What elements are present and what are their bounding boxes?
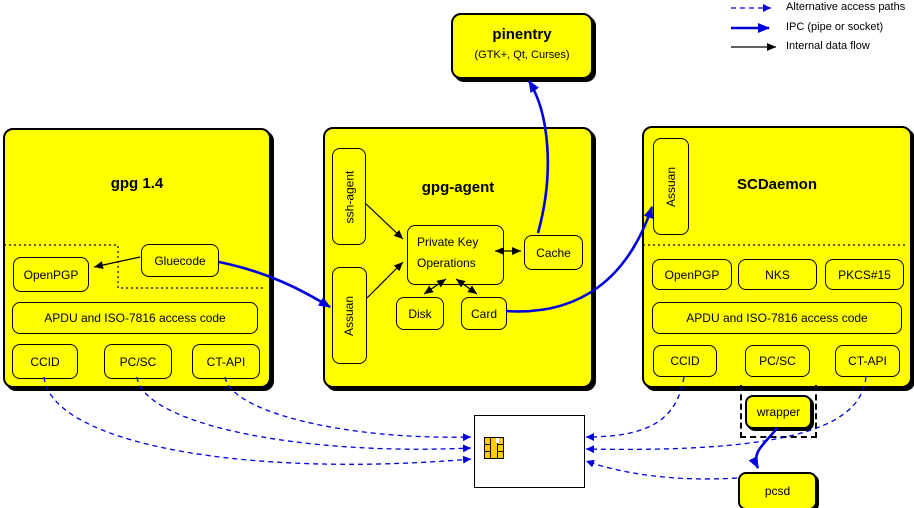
gpg14-gluecode-label: Gluecode <box>154 253 206 268</box>
pcsd-label: pcsd <box>764 484 791 498</box>
pinentry-box: pinentry (GTK+, Qt, Curses) <box>451 13 593 79</box>
legend-internal-label: Internal data flow <box>786 40 870 52</box>
scdaemon-openpgp-label: OpenPGP <box>664 267 720 282</box>
scdaemon-apdu-node: APDU and ISO-7816 access code <box>652 302 902 334</box>
scdaemon-ccid-node: CCID <box>653 345 717 377</box>
smartcard-icon <box>474 415 585 488</box>
gpg-agent-assuan-label: Assuan <box>342 295 357 336</box>
private-key-operations-label: Private Key Operations <box>417 235 479 270</box>
pinentry-title: pinentry <box>492 26 552 43</box>
gpg14-pcsc-node: PC/SC <box>104 344 172 379</box>
conn-gpg14-ccid-to-card <box>43 376 472 465</box>
legend-alternative-label: Alternative access paths <box>786 1 906 13</box>
scdaemon-title: SCDaemon <box>736 176 818 193</box>
gpg14-openpgp-label: OpenPGP <box>23 267 79 282</box>
gpg14-title: gpg 1.4 <box>110 175 164 192</box>
wrapper-label: wrapper <box>756 405 801 419</box>
gpg14-ccid-label: CCID <box>30 354 60 369</box>
gpg14-ctapi-node: CT-API <box>192 344 260 379</box>
conn-pcsd-to-card <box>585 459 738 480</box>
ssh-agent-label: ssh-agent <box>342 170 357 223</box>
scdaemon-pcsc-node: PC/SC <box>745 345 810 377</box>
wrapper-node: wrapper <box>745 395 812 429</box>
card-node: Card <box>461 297 507 330</box>
gpg14-gluecode-node: Gluecode <box>141 244 219 277</box>
scdaemon-assuan-node: Assuan <box>653 138 689 235</box>
gpg14-ccid-node: CCID <box>12 344 78 379</box>
scdaemon-assuan-label: Assuan <box>664 166 678 207</box>
gpg-agent-ssh-agent-node: ssh-agent <box>332 148 366 245</box>
private-key-operations-node: Private Key Operations <box>407 225 504 285</box>
disk-node: Disk <box>396 297 444 330</box>
gpg14-apdu-node: APDU and ISO-7816 access code <box>12 302 258 334</box>
pinentry-subtitle: (GTK+, Qt, Curses) <box>474 49 570 61</box>
chip-icon <box>484 437 504 459</box>
scdaemon-pkcs15-node: PKCS#15 <box>825 259 904 290</box>
pcsd-node: pcsd <box>738 472 817 508</box>
scdaemon-openpgp-node: OpenPGP <box>652 259 732 290</box>
scdaemon-ctapi-node: CT-API <box>835 345 900 377</box>
gpg14-openpgp-node: OpenPGP <box>13 257 89 292</box>
scdaemon-apdu-label: APDU and ISO-7816 access code <box>686 311 868 325</box>
disk-label: Disk <box>408 306 432 321</box>
legend-ipc-label: IPC (pipe or socket) <box>786 21 884 33</box>
scdaemon-pcsc-label: PC/SC <box>759 354 796 368</box>
scdaemon-ctapi-label: CT-API <box>848 354 887 368</box>
gpg14-ctapi-label: CT-API <box>206 354 246 369</box>
scdaemon-nks-label: NKS <box>765 267 790 282</box>
gpg14-apdu-label: APDU and ISO-7816 access code <box>44 311 226 325</box>
gpg-agent-title: gpg-agent <box>421 179 495 196</box>
scdaemon-ccid-label: CCID <box>670 354 700 368</box>
cache-label: Cache <box>536 245 571 260</box>
gpg14-pcsc-label: PC/SC <box>119 354 157 369</box>
card-label: Card <box>470 306 497 321</box>
gpg-agent-assuan-node: Assuan <box>332 267 367 364</box>
cache-node: Cache <box>524 235 583 270</box>
scdaemon-nks-node: NKS <box>738 259 817 290</box>
scdaemon-pkcs15-label: PKCS#15 <box>838 267 891 282</box>
